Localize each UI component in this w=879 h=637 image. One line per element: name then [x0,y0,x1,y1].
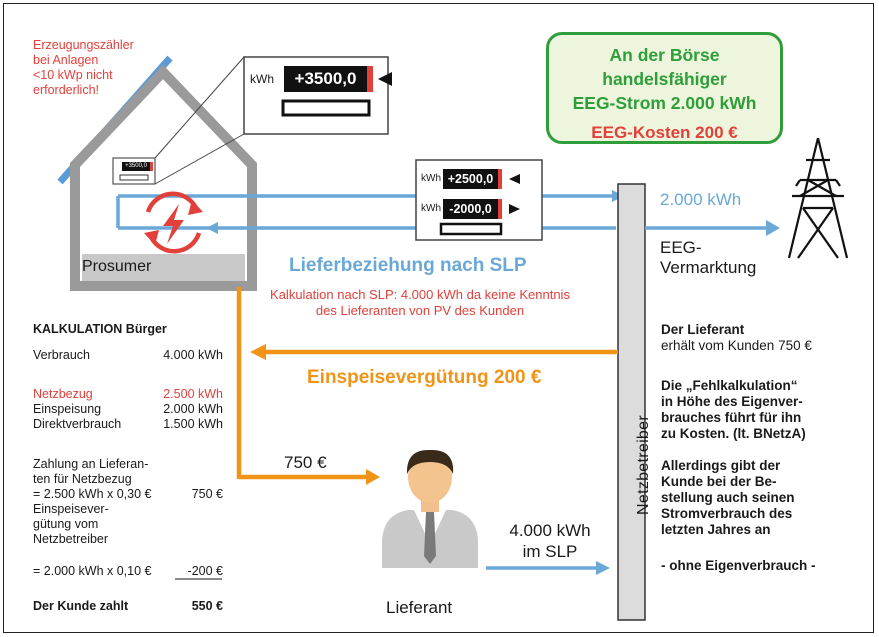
eeg-box-line-3: EEG-Strom 2.000 kWh [572,93,757,113]
power-conversion-icon [144,191,203,254]
kalkulation-slp-note: Kalkulation nach SLP: 4.000 kWh da keine… [270,287,570,318]
double-meter-unit-top: kWh [421,173,441,184]
zoom-line-bottom [154,133,245,185]
calc-row-total: Der Kunde zahlt 550 € [33,599,223,613]
big-meter-unit: kWh [250,72,274,86]
big-meter-value: +3500,0 [294,69,357,88]
calc-row-netzbezug: Netzbezug 2.500 kWh [33,387,223,401]
lieferant-label: Lieferant [386,598,453,617]
einspeise-label: Einspeisevergütung 200 € [307,367,542,388]
slp-4000-label: 4.000 kWh im SLP [509,521,591,561]
calc-row-direktverbrauch: Direktverbrauch 1.500 kWh [33,417,223,431]
calc-row-einspeisung: Einspeisung 2.000 kWh [33,402,223,416]
payment-750-label: 750 € [284,453,327,472]
right-text-block: Der Lieferant erhält vom Kunden 750 € Di… [661,322,861,574]
calc-zahlung-text: Zahlung an Lieferan- ten für Netzbezug [33,457,149,486]
double-meter-top-value: +2500,0 [447,172,494,186]
netzbetreiber-bar [617,183,646,621]
lieferant-title: Der Lieferant [661,322,745,337]
double-meter-bottom-value: -2000,0 [449,202,492,216]
allerdings-text: Allerdings gibt der Kunde bei der Be- st… [661,458,795,537]
prosumer-label: Prosumer [82,258,152,275]
eeg-box-cost: EEG-Kosten 200 € [591,123,738,142]
netzbetreiber-label: Netzbetreiber [635,415,652,515]
calc-row-verbrauch: Verbrauch 4.000 kWh [33,348,223,362]
diagram-frame [3,3,874,633]
fehlkalkulation-text: Die „Fehlkalkulation“ in Höhe des Eigenv… [661,378,806,441]
lieferant-person-icon [382,449,478,568]
eeg-box: An der Börse handelsfähiger EEG-Strom 2.… [546,32,783,144]
big-meter-pointer [378,72,392,86]
ohne-eigenverbrauch-text: - ohne Eigenverbrauch - [661,558,816,573]
lieferbeziehung-label: Lieferbeziehung nach SLP [289,255,527,276]
double-meter-unit-bottom: kWh [421,203,441,214]
lieferant-text: erhält vom Kunden 750 € [661,338,812,353]
eeg-box-line-1: An der Börse [609,45,720,65]
calc-einspeise-text: Einspeisever- gütung vom Netzbetreiber [33,502,109,546]
small-meter-value: +3500,0 [125,163,147,169]
house-base [82,254,245,281]
erzeugung-note: Erzeugungszähler bei Anlagen <10 kWp nic… [33,38,134,97]
eeg-box-line-2: handelsfähiger [602,69,727,89]
flow-2000-label: 2.000 kWh [660,190,742,209]
zoom-line-top [154,56,245,159]
eeg-vermarktung-label: EEG- Vermarktung [660,238,757,277]
calc-title: KALKULATION Bürger [33,322,167,336]
calc-row-zahlung: = 2.500 kWh x 0,30 € 750 € [33,487,223,501]
transmission-tower-icon [787,137,849,259]
calc-row-einspeise-calc: = 2.000 kWh x 0,10 € -200 € [33,564,223,578]
